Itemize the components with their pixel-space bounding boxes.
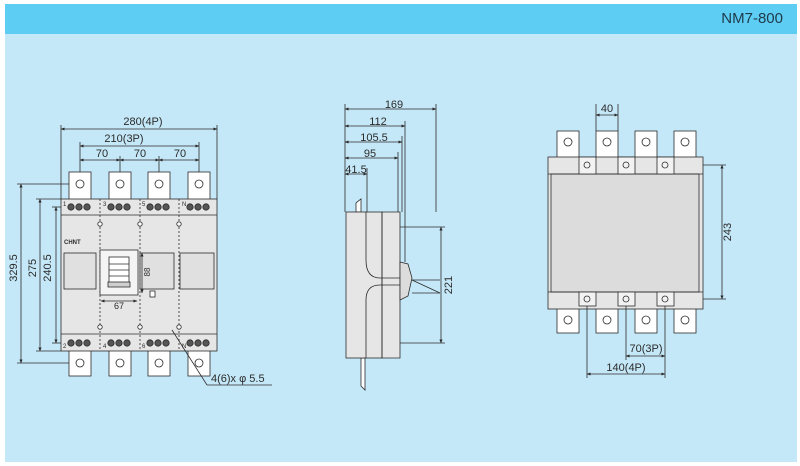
dim-total-width-4p: 280(4P) <box>123 116 162 128</box>
front-top-screws <box>67 203 210 211</box>
front-view: 1 3 5 N 2 4 6 N CHNT <box>8 116 272 386</box>
dim-221: 221 <box>443 276 455 294</box>
dim-pole-pitch: 70 <box>134 148 146 160</box>
dim-pole-pitch: 70 <box>96 148 108 160</box>
dim-112: 112 <box>369 116 387 128</box>
terminal-mark: N <box>182 344 186 350</box>
terminal-mark: 6 <box>142 344 146 350</box>
dim-pole-pitch: 70 <box>174 148 186 160</box>
model-title: NM7-800 <box>721 10 783 27</box>
front-windows <box>63 252 215 290</box>
terminal-mark: 4 <box>103 344 107 350</box>
header-bar: NM7-800 <box>5 4 797 34</box>
rear-top-terminals <box>556 130 697 160</box>
side-right-dim <box>400 226 445 344</box>
terminal-mark: 5 <box>142 202 146 208</box>
rear-top-clips <box>578 156 675 175</box>
side-handle <box>399 261 413 301</box>
dim-40: 40 <box>601 103 613 115</box>
front-bottom-screws <box>67 339 210 347</box>
dim-95: 95 <box>364 148 376 160</box>
terminal-mark: 1 <box>63 202 67 208</box>
mounting-holes <box>97 221 182 330</box>
side-bottom-tab <box>360 357 366 391</box>
dim-105-5: 105.5 <box>360 132 388 144</box>
front-bottom-terminals <box>68 348 211 377</box>
front-top-terminals <box>68 171 211 201</box>
side-top-dims <box>344 107 437 176</box>
dim-140-4p: 140(4P) <box>606 362 645 374</box>
rear-plate <box>550 173 700 293</box>
terminal-mark: N <box>182 202 186 208</box>
front-top-dims <box>60 125 218 199</box>
terminal-mark: 2 <box>63 344 67 350</box>
dim-70-3p: 70(3P) <box>629 343 662 355</box>
brand-logo: CHNT <box>64 240 81 246</box>
dim-243: 243 <box>722 223 734 241</box>
dim-handle-height: 88 <box>143 267 152 276</box>
terminal-mark: 3 <box>103 202 107 208</box>
dim-41-5: 41.5 <box>345 164 366 176</box>
dim-handle-width: 67 <box>114 301 124 311</box>
dim-mounting-holes: 4(6)x φ 5.5 <box>211 373 265 385</box>
front-left-dims <box>17 183 69 364</box>
dim-height-mid: 275 <box>27 259 39 277</box>
side-view: 169 112 105.5 95 41.5 221 <box>344 99 455 391</box>
rear-bottom-clips <box>578 291 675 307</box>
rear-bottom-terminals <box>556 305 697 334</box>
dim-height-overall: 329.5 <box>8 254 20 282</box>
dim-height-body: 240.5 <box>42 254 54 282</box>
dim-width-3p: 210(3P) <box>104 133 143 145</box>
dim-169: 169 <box>385 99 403 111</box>
side-top-tab <box>355 198 362 213</box>
rear-view: 40 243 70(3P) 140(4P) <box>547 103 734 378</box>
